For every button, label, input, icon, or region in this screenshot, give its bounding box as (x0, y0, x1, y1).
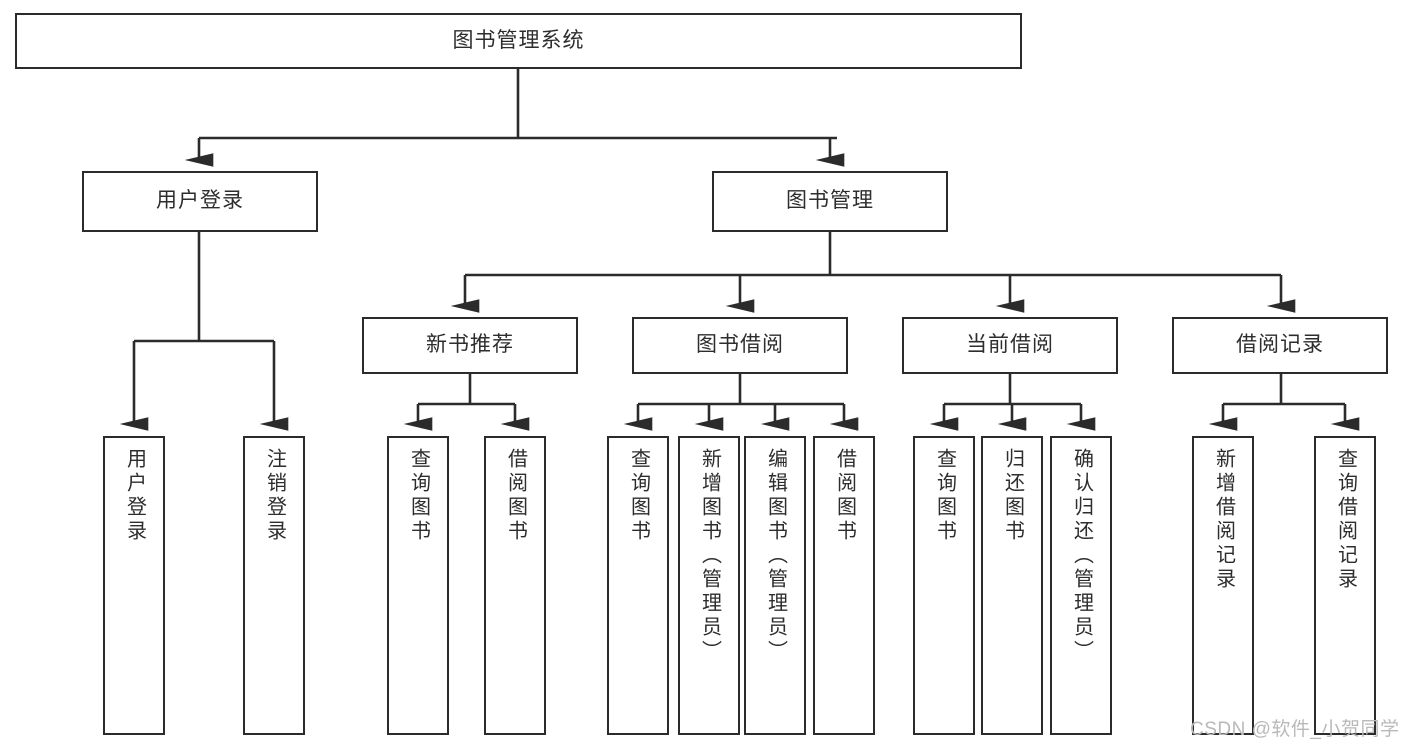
node-leaf-query-book-borrow-label: 查询图书 (627, 448, 650, 544)
node-leaf-return-book-label: 归还图书 (1001, 448, 1024, 544)
edge-current-borrow-to-leaves (929, 374, 1096, 431)
csdn-watermark: CSDN @软件_小贺同学 (1190, 719, 1400, 740)
node-leaf-query-book-recommend[interactable]: 查询图书 (387, 436, 449, 735)
node-root-system[interactable]: 图书管理系统 (15, 13, 1022, 69)
node-current-borrow-label: 当前借阅 (966, 333, 1054, 357)
node-leaf-borrow-book-label: 借阅图书 (833, 448, 856, 544)
node-leaf-query-book-borrow[interactable]: 查询图书 (607, 436, 669, 735)
node-book-management-label: 图书管理 (786, 189, 874, 213)
node-leaf-query-borrow-record[interactable]: 查询借阅记录 (1314, 436, 1376, 735)
edge-book-management-to-level3 (450, 232, 1296, 313)
node-leaf-add-borrow-record-label: 新增借阅记录 (1212, 448, 1235, 592)
node-new-book-recommend-label: 新书推荐 (426, 333, 514, 357)
node-leaf-borrow-book-recommend-label: 借阅图书 (504, 448, 527, 544)
node-leaf-user-login-label: 用户登录 (123, 448, 146, 544)
node-leaf-borrow-book-recommend[interactable]: 借阅图书 (484, 436, 546, 735)
node-leaf-confirm-return-admin-label: 确认归还（管理员） (1070, 448, 1093, 664)
node-leaf-query-borrow-record-label: 查询借阅记录 (1334, 448, 1357, 592)
node-user-login-label: 用户登录 (156, 189, 244, 213)
edge-root-to-level2 (184, 69, 845, 167)
node-book-management[interactable]: 图书管理 (712, 171, 948, 232)
node-leaf-query-book-current[interactable]: 查询图书 (913, 436, 975, 735)
edge-user-login-to-leaves (119, 232, 289, 431)
edge-new-book-recommend-to-leaves (403, 374, 530, 431)
node-new-book-recommend[interactable]: 新书推荐 (362, 317, 578, 374)
node-leaf-add-book-admin[interactable]: 新增图书（管理员） (678, 436, 740, 735)
node-leaf-edit-book-admin-label: 编辑图书（管理员） (764, 448, 787, 664)
node-leaf-query-book-current-label: 查询图书 (933, 448, 956, 544)
node-leaf-logout[interactable]: 注销登录 (243, 436, 305, 735)
node-leaf-query-book-recommend-label: 查询图书 (407, 448, 430, 544)
node-book-borrow-label: 图书借阅 (696, 333, 784, 357)
node-borrow-records[interactable]: 借阅记录 (1172, 317, 1388, 374)
node-leaf-user-login[interactable]: 用户登录 (103, 436, 165, 735)
node-book-borrow[interactable]: 图书借阅 (632, 317, 848, 374)
node-borrow-records-label: 借阅记录 (1236, 333, 1324, 357)
edge-borrow-records-to-leaves (1208, 374, 1360, 431)
node-leaf-edit-book-admin[interactable]: 编辑图书（管理员） (744, 436, 806, 735)
node-root-system-label: 图书管理系统 (452, 28, 585, 52)
node-leaf-logout-label: 注销登录 (263, 448, 286, 544)
edge-book-borrow-to-leaves (623, 374, 859, 431)
node-leaf-confirm-return-admin[interactable]: 确认归还（管理员） (1050, 436, 1112, 735)
node-current-borrow[interactable]: 当前借阅 (902, 317, 1118, 374)
node-leaf-borrow-book[interactable]: 借阅图书 (813, 436, 875, 735)
node-leaf-return-book[interactable]: 归还图书 (981, 436, 1043, 735)
node-user-login[interactable]: 用户登录 (82, 171, 318, 232)
node-leaf-add-book-admin-label: 新增图书（管理员） (698, 448, 721, 664)
node-leaf-add-borrow-record[interactable]: 新增借阅记录 (1192, 436, 1254, 735)
